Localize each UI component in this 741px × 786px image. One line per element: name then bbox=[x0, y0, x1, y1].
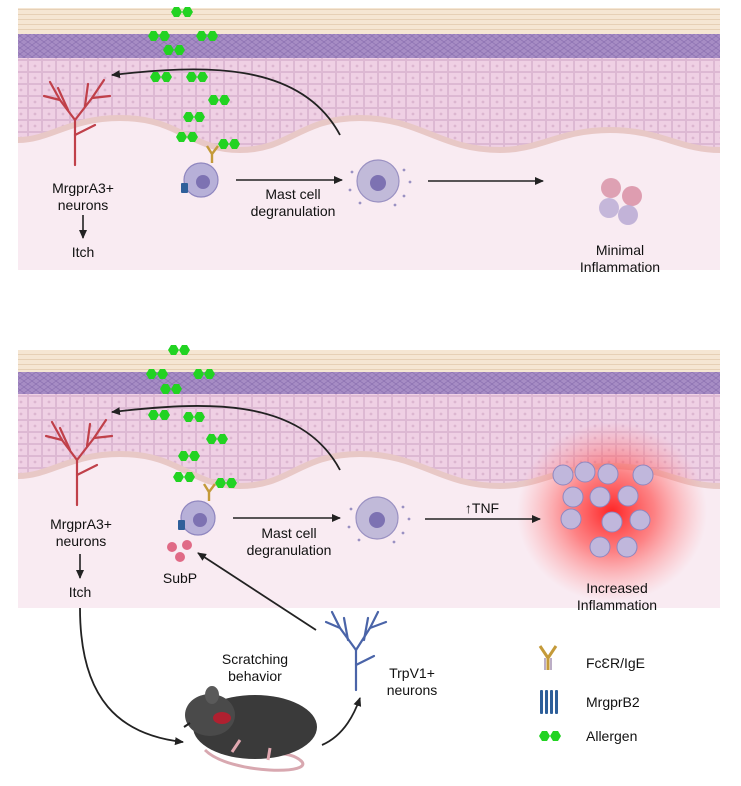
trpv1-neuron-icon bbox=[324, 610, 388, 692]
tnf-label: ↑TNF bbox=[464, 500, 500, 516]
trpv1-label: TrpV1+ neurons bbox=[372, 665, 452, 699]
mast-cell-icon bbox=[181, 145, 219, 198]
fce-receptor-ige-icon bbox=[538, 645, 558, 670]
granular-layer bbox=[18, 372, 720, 394]
degranulated-mast-cell-icon bbox=[348, 159, 412, 207]
bottom-neuron-label: MrgprA3+ neurons bbox=[36, 516, 126, 550]
mrgprb2-receptor-icon bbox=[540, 690, 558, 714]
immune-cells-increased bbox=[552, 461, 654, 558]
bottom-neuron-label-line1: MrgprA3+ bbox=[50, 516, 112, 532]
mrgpra3-neuron-icon bbox=[42, 78, 112, 167]
substance-p-icon bbox=[167, 540, 192, 562]
mrgprb2-receptor-icon bbox=[178, 520, 185, 530]
bottom-itch-label: Itch bbox=[68, 584, 92, 600]
bottom-mast-label-line1: Mast cell bbox=[261, 525, 317, 541]
degranulated-mast-cell-icon bbox=[347, 496, 411, 544]
legend bbox=[538, 645, 561, 741]
legend-label-fce: FcƐR/IgE bbox=[586, 655, 646, 671]
top-itch-label: Itch bbox=[71, 244, 95, 260]
top-neuron-label-line2: neurons bbox=[57, 197, 109, 213]
top-panel bbox=[17, 7, 721, 270]
bottom-mast-label-line2: degranulation bbox=[246, 542, 332, 558]
stratum-corneum bbox=[18, 8, 720, 34]
scratching-mouse-icon bbox=[183, 686, 317, 772]
legend-label-mrgprb2: MrgprB2 bbox=[586, 694, 640, 710]
immune-cells-minimal bbox=[599, 178, 642, 225]
bottom-outcome-line2: Inflammation bbox=[576, 597, 658, 613]
top-outcome-label: Minimal Inflammation bbox=[570, 242, 670, 276]
scratching-label-line1: Scratching bbox=[221, 651, 289, 667]
stratum-corneum bbox=[18, 350, 720, 372]
top-outcome-line2: Inflammation bbox=[579, 259, 661, 275]
bottom-panel bbox=[17, 345, 721, 608]
basal-layer bbox=[17, 114, 721, 154]
top-mast-label-line1: Mast cell bbox=[265, 186, 321, 202]
top-mast-label-line2: degranulation bbox=[250, 203, 336, 219]
fce-receptor-ige-icon bbox=[205, 145, 219, 163]
legend-label-allergen: Allergen bbox=[586, 728, 638, 744]
mrgpra3-neuron-icon bbox=[44, 418, 114, 507]
bottom-neuron-label-line2: neurons bbox=[55, 533, 107, 549]
bottom-mast-label: Mast cell degranulation bbox=[234, 525, 344, 559]
bottom-outcome-label: Increased Inflammation bbox=[562, 580, 672, 614]
subp-label: SubP bbox=[162, 570, 198, 586]
granular-layer bbox=[18, 34, 720, 58]
trpv1-label-line2: neurons bbox=[386, 682, 438, 698]
signal-arrow-to-neuron bbox=[111, 68, 341, 136]
top-neuron-label-line1: MrgprA3+ bbox=[52, 180, 114, 196]
fce-receptor-ige-icon bbox=[202, 483, 216, 501]
bottom-outcome-line1: Increased bbox=[586, 580, 648, 596]
scratching-label-line2: behavior bbox=[228, 668, 282, 684]
top-neuron-label: MrgprA3+ neurons bbox=[38, 180, 128, 214]
itch-to-scratch-arrow bbox=[79, 607, 184, 746]
trpv1-label-line1: TrpV1+ bbox=[389, 665, 435, 681]
signal-arrow-to-neuron bbox=[111, 405, 341, 471]
scratch-to-trpv1-arrow bbox=[321, 697, 362, 746]
mast-cell-icon bbox=[178, 483, 216, 536]
top-outcome-line1: Minimal bbox=[595, 242, 645, 258]
trpv1-to-subp-arrow bbox=[197, 552, 317, 631]
scratching-label: Scratching behavior bbox=[205, 651, 305, 685]
top-mast-label: Mast cell degranulation bbox=[238, 186, 348, 220]
mrgprb2-receptor-icon bbox=[181, 183, 188, 193]
allergen-icon bbox=[539, 731, 561, 741]
